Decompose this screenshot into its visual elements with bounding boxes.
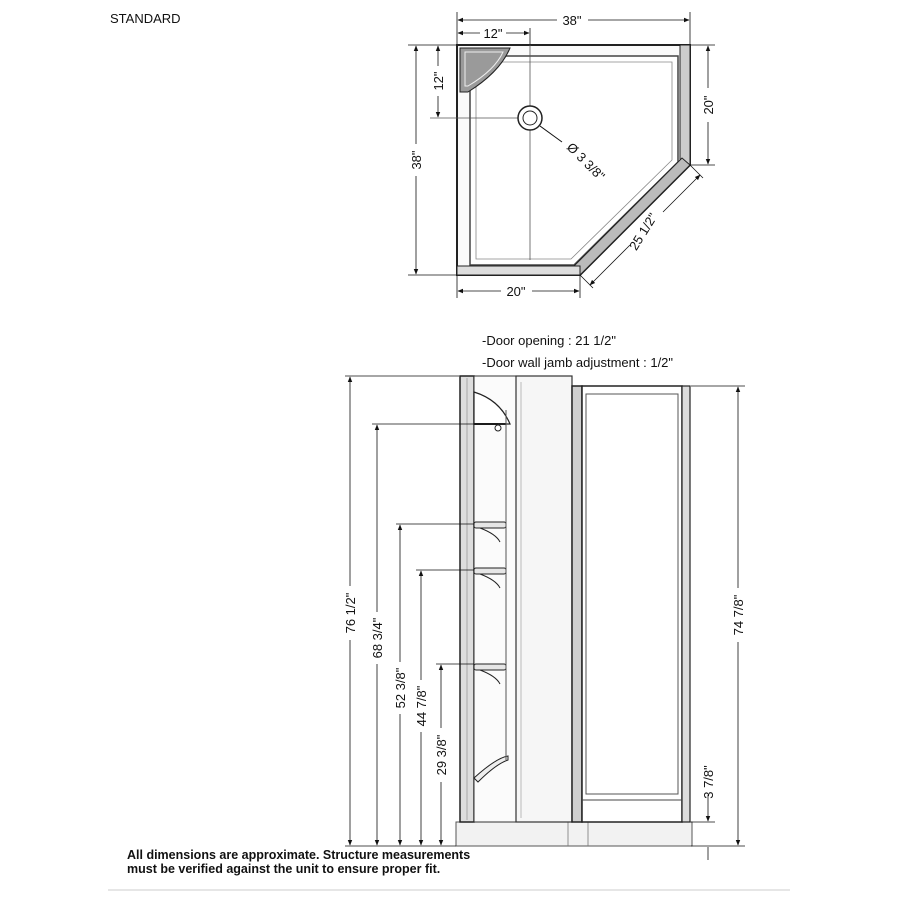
- door-jamb: [571, 385, 583, 823]
- shelf-2: [473, 567, 507, 575]
- center-wall-panel: [515, 375, 573, 823]
- width-offset-label: 12": [483, 26, 502, 41]
- top-view: Ø 3 3/8" 38" 12" 38" 12" 20" 20": [408, 12, 716, 299]
- variant-title: STANDARD: [110, 11, 181, 26]
- bottom-seat-curve: [473, 755, 509, 783]
- door-opening-label: -Door opening : 21 1/2": [482, 333, 616, 348]
- bottom-side-label: 20": [506, 284, 525, 299]
- right-wall-strip: [679, 44, 691, 166]
- total-height-label: 76 1/2": [343, 592, 358, 633]
- door-jamb-label: -Door wall jamb adjustment : 1/2": [482, 355, 673, 370]
- shelf-3: [473, 663, 507, 671]
- depth-overall-label: 38": [409, 150, 424, 169]
- disclaimer-line-2: must be verified against the unit to ens…: [127, 862, 441, 876]
- width-overall-label: 38": [562, 13, 581, 28]
- right-side-label: 20": [701, 95, 716, 114]
- shelf-1: [473, 521, 507, 529]
- door-panel: [581, 385, 683, 823]
- corner-seat-shape: [473, 391, 511, 425]
- shelf-3-height-label: 44 7/8": [414, 685, 429, 726]
- shelf-2-height-label: 52 3/8": [393, 667, 408, 708]
- shelf-4-height-label: 29 3/8": [434, 734, 449, 775]
- corner-seat: [459, 47, 511, 93]
- shelf-top-height-label: 68 3/4": [370, 617, 385, 658]
- back-wall-panel: [473, 375, 517, 823]
- front-elevation: 76 1/2" 68 3/4" 52 3/8" 44 7/8" 29 3/8" …: [343, 375, 746, 860]
- door-height-label: 74 7/8": [731, 594, 746, 635]
- shower-base: [455, 821, 693, 847]
- depth-offset-label: 12": [431, 71, 446, 90]
- base-height-label: 3 7/8": [701, 765, 716, 799]
- disclaimer-line-1: All dimensions are approximate. Structur…: [127, 848, 471, 862]
- disclaimer-note: All dimensions are approximate. Structur…: [127, 848, 547, 876]
